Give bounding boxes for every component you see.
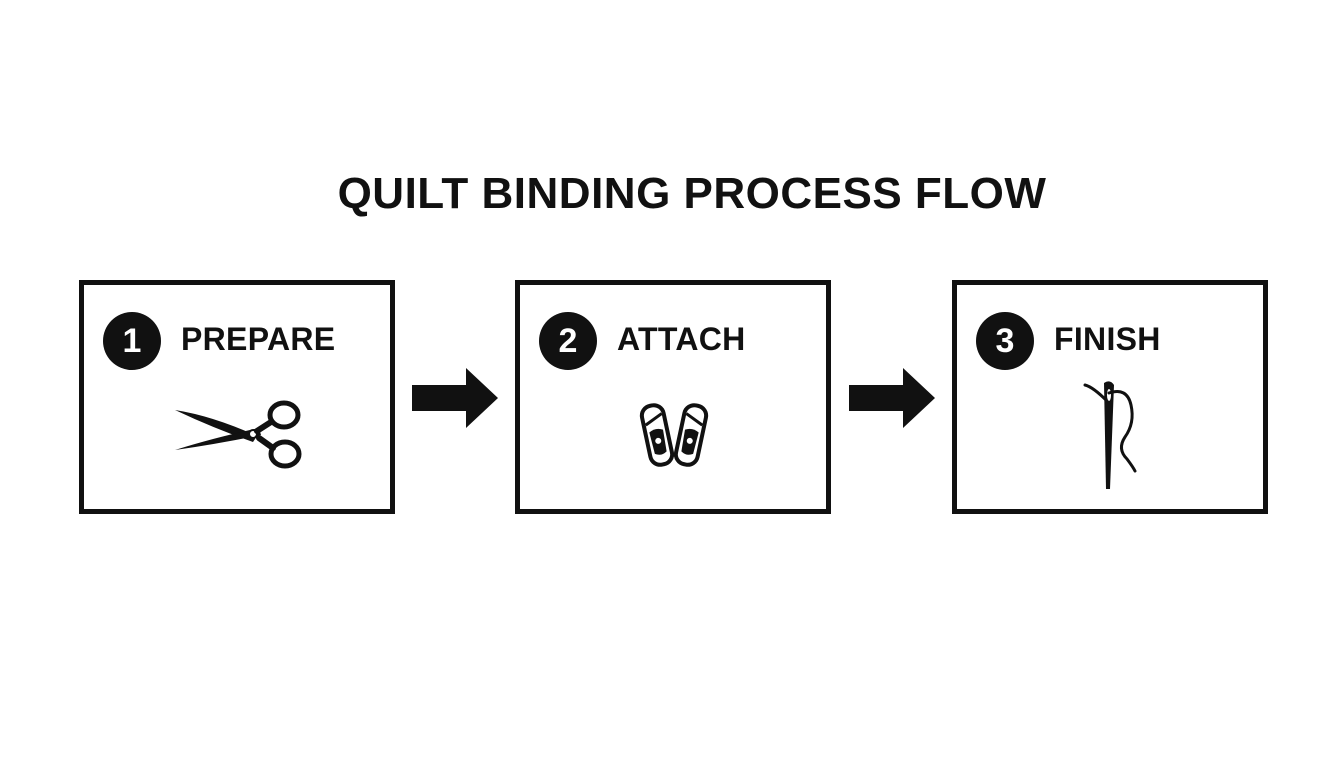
step-prepare: 1 PREPARE (79, 280, 395, 514)
scissors-icon (175, 400, 302, 469)
diagram-title: QUILT BINDING PROCESS FLOW (337, 169, 1047, 218)
needle-thread-icon (1083, 381, 1137, 489)
step-finish: 3 FINISH (952, 280, 1268, 514)
step-attach: 2 ATTACH (515, 280, 831, 514)
arrow-right-icon (849, 368, 935, 428)
step-label: FINISH (1054, 321, 1161, 357)
step-label: ATTACH (617, 321, 746, 357)
arrow-right-icon (412, 368, 498, 428)
step-label: PREPARE (181, 321, 336, 357)
step-number-badge: 1 (103, 312, 161, 370)
step-number-badge: 2 (539, 312, 597, 370)
step-number-badge: 3 (976, 312, 1034, 370)
binding-clips-icon (639, 403, 709, 467)
